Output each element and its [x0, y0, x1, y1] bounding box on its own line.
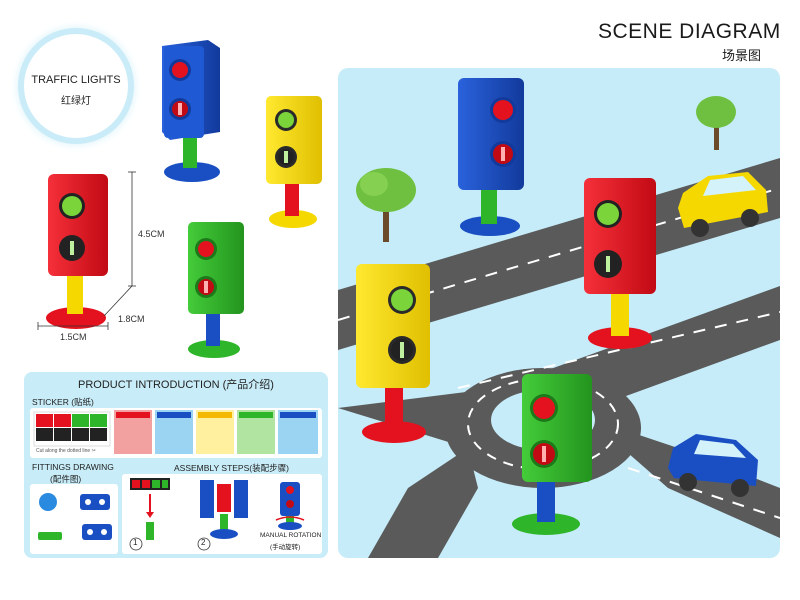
sticker-illustration	[33, 410, 318, 454]
scene-blue-traffic-light	[458, 78, 524, 236]
scene-red-traffic-light	[584, 178, 656, 349]
fitting-disc	[39, 493, 57, 511]
height-dimension-label: 4.5CM	[138, 229, 165, 239]
assembly-step-1	[129, 478, 170, 551]
product-name-cn: 红绿灯	[61, 96, 91, 107]
scene-green-traffic-light	[512, 374, 592, 535]
tree-left	[356, 168, 416, 242]
red-traffic-light-photo	[46, 174, 108, 329]
width-dimension-label: 1.5CM	[60, 332, 87, 342]
fittings-drawing	[30, 484, 118, 554]
depth-dimension-label: 1.8CM	[118, 314, 145, 324]
fittings-illustration	[38, 493, 112, 540]
sticker-label: STICKER (贴纸)	[32, 397, 94, 407]
sticker-caption: Cut along the dotted line ✂	[36, 448, 96, 454]
sticker-strip: Cut along the dotted line ✂	[30, 408, 322, 458]
scene-diagram-title-cn: 场景图	[722, 48, 762, 63]
sticker-sheet	[33, 411, 111, 447]
manual-rotation-label: MANUAL ROTATION	[260, 532, 322, 539]
yellow-car	[678, 172, 768, 237]
assembly-step-2	[197, 480, 248, 551]
product-introduction-title: PRODUCT INTRODUCTION (产品介绍)	[78, 379, 274, 391]
scene-diagram-panel	[338, 68, 780, 558]
assembly-step-3	[275, 482, 305, 530]
scene-diagram-title: SCENE DIAGRAM	[598, 20, 781, 43]
step-1-number: 1	[133, 538, 138, 547]
fittings-label: FITTINGS DRAWING	[32, 462, 114, 472]
assembly-illustration	[129, 478, 305, 551]
product-name-en: TRAFFIC LIGHTS	[31, 74, 121, 86]
blue-car	[668, 434, 758, 497]
fitting-clip	[82, 524, 112, 540]
fittings-label-cn: (配件图)	[50, 474, 82, 484]
yellow-traffic-light-photo	[266, 96, 322, 228]
blue-traffic-light-photo	[162, 40, 220, 182]
product-introduction-panel: PRODUCT INTRODUCTION (产品介绍) STICKER (贴纸)	[24, 372, 328, 558]
instruction-cards	[114, 410, 318, 454]
scene-illustration	[338, 78, 780, 558]
product-photo-area	[37, 40, 322, 358]
scene-yellow-traffic-light	[356, 264, 430, 443]
fitting-bracket	[80, 494, 110, 510]
manual-rotation-label-cn: (手动旋转)	[270, 544, 301, 551]
fitting-shaft	[38, 532, 62, 540]
assembly-steps-drawing: 1 2 MANUAL ROTATION (手动旋转)	[122, 474, 322, 554]
green-traffic-light-photo	[188, 222, 244, 358]
dimension-lines	[37, 171, 136, 330]
step-2-number: 2	[201, 538, 206, 547]
tree-right	[696, 96, 736, 150]
product-name-badge: TRAFFIC LIGHTS 红绿灯	[24, 34, 128, 138]
assembly-steps-label: ASSEMBLY STEPS(装配步骤)	[174, 463, 289, 473]
